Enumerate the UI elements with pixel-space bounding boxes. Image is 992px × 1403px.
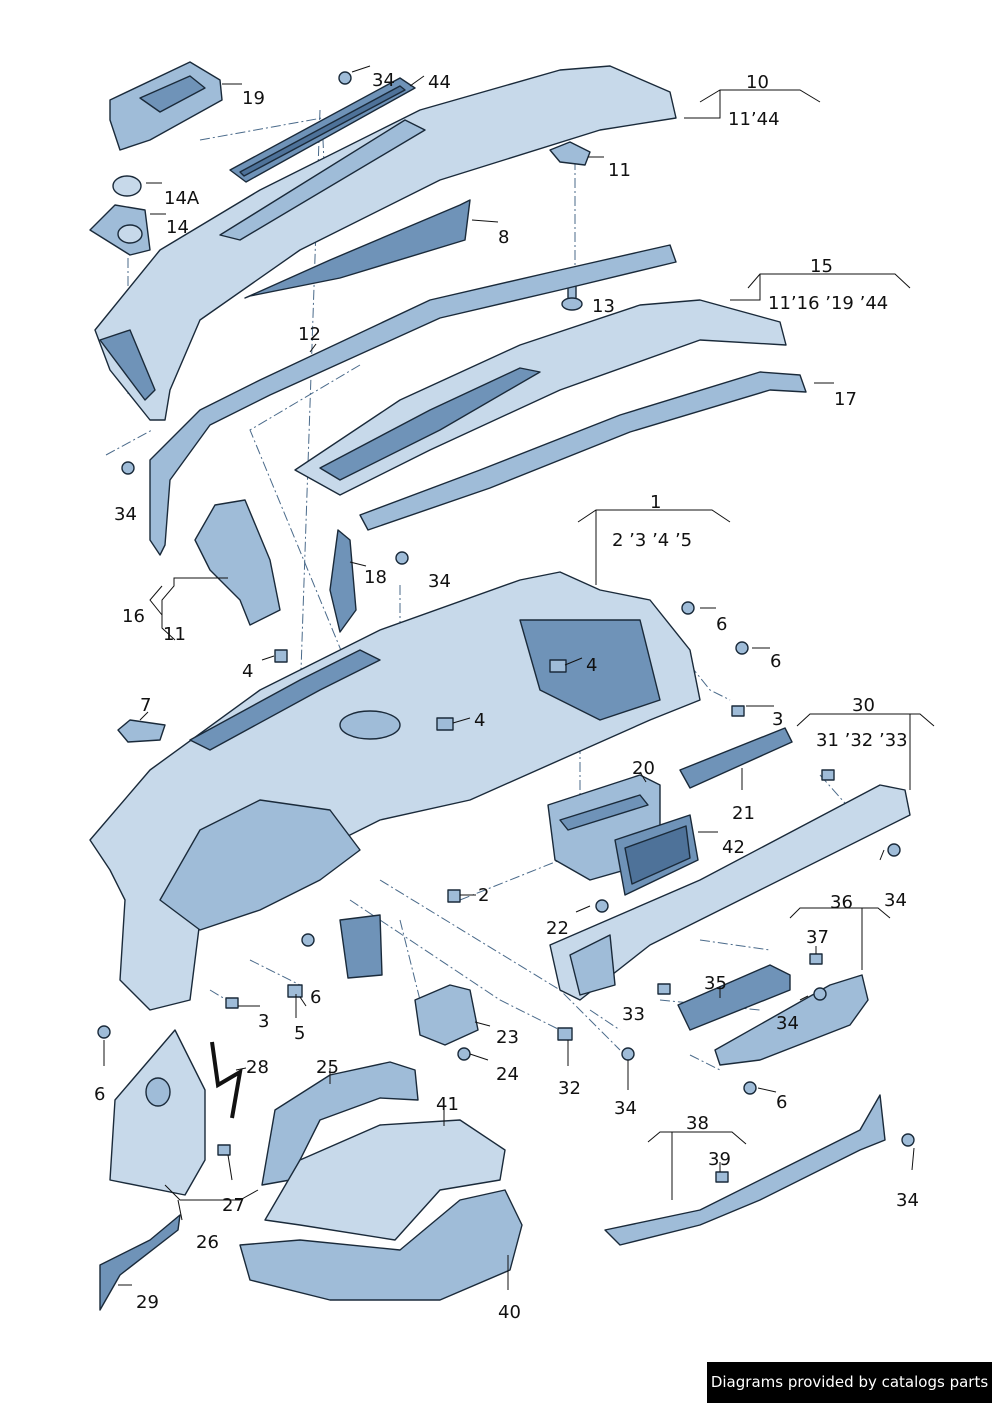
callout-1-sub: 2 ’3 ’4 ’5 [612,530,692,551]
part-16-side-bracket [194,499,281,626]
callout-4-c: 4 [474,710,485,731]
callout-12: 12 [298,324,321,345]
callout-21: 21 [732,803,755,824]
callout-8: 8 [498,227,509,248]
part-14a-cap [112,175,142,197]
part-28-rod [210,1041,243,1119]
callout-19: 19 [242,88,265,109]
part-42-display [614,814,699,896]
hardware-screws [97,71,915,1183]
callout-36: 36 [830,892,853,913]
callout-39: 39 [708,1149,731,1170]
callout-15-sub: 11’16 ’19 ’44 [768,293,888,314]
part-7-clip [117,719,166,743]
callout-16: 16 [122,606,145,627]
callout-28: 28 [246,1057,269,1078]
callout-6-e: 6 [776,1092,787,1113]
part-21-strip [679,727,793,789]
callout-34-r3: 34 [614,1098,637,1119]
part-18-small-bracket [329,529,357,633]
callout-17: 17 [834,389,857,410]
part-36-side-trim [714,974,869,1066]
callout-34-left: 34 [114,504,137,525]
part-15-mid-trim-panel [294,299,787,496]
callout-22: 22 [546,918,569,939]
callout-5: 5 [294,1023,305,1044]
callout-42: 42 [722,837,745,858]
leader-lines [103,65,935,1290]
callout-26: 26 [196,1232,219,1253]
callout-35: 35 [704,973,727,994]
callout-30: 30 [852,695,875,716]
callout-37: 37 [806,927,829,948]
callout-29: 29 [136,1292,159,1313]
callout-6-d: 6 [94,1084,105,1105]
callout-41: 41 [436,1094,459,1115]
callout-34-r2: 34 [776,1013,799,1034]
callout-25: 25 [316,1057,339,1078]
callout-27: 27 [222,1195,245,1216]
callout-34-r4: 34 [896,1190,919,1211]
callout-14: 14 [166,217,189,238]
footer-credit-text: Diagrams provided by catalogs parts [710,1373,989,1391]
callout-11-top: 11 [608,160,631,181]
callout-10: 10 [746,72,769,93]
part-26-airbag-cover [109,1029,206,1196]
part-38-lower-trim [604,1094,886,1246]
callout-18: 18 [364,567,387,588]
callout-34-r1: 34 [884,890,907,911]
callout-7: 7 [140,695,151,716]
part-19-vent-housing [109,61,223,151]
part-35-switch-panel [677,964,791,1031]
callout-30-sub: 31 ’32 ’33 [816,730,908,751]
part-12-carrier-rail [149,244,677,556]
part-17-lower-rail [359,371,807,531]
part-23-control-module [414,984,479,1046]
part-30-center-trim [549,784,911,1001]
callout-6-a: 6 [716,614,727,635]
callout-11-side: 11 [163,624,186,645]
callout-34-top: 34 [372,70,395,91]
part-25-shroud-frame [261,1061,419,1186]
part-14-switch-bezel [89,204,151,256]
callout-2: 2 [478,885,489,906]
callout-6-c: 6 [310,987,321,1008]
callout-32: 32 [558,1078,581,1099]
callout-15: 15 [810,256,833,277]
callout-34-mid: 34 [428,571,451,592]
part-44-defrost-grille [229,77,416,183]
callout-4-b: 4 [586,655,597,676]
callout-24: 24 [496,1064,519,1085]
callout-labels: 19 34 44 10 11’44 11 14A 14 8 13 15 11’1… [94,70,919,1323]
callout-10-sub: 11’44 [728,109,780,130]
callout-38: 38 [686,1113,709,1134]
callout-40: 40 [498,1302,521,1323]
footer-credit-banner: Diagrams provided by catalogs parts [707,1362,992,1403]
part-41-upper-shroud [264,1119,506,1241]
callout-1: 1 [650,492,661,513]
callout-4-a: 4 [242,661,253,682]
callout-14a: 14A [164,188,200,209]
callout-13: 13 [592,296,615,317]
callout-3-a: 3 [772,709,783,730]
callout-3-b: 3 [258,1011,269,1032]
part-10-upper-dash-pad [94,65,677,421]
part-40-lower-shroud [239,1189,523,1301]
callout-20: 20 [632,758,655,779]
callout-33: 33 [622,1004,645,1025]
part-8-trim-strip [244,199,471,299]
part-11-clip-top [549,141,591,166]
callout-23: 23 [496,1027,519,1048]
callout-44: 44 [428,72,451,93]
part-29-trim-strip [99,1214,181,1311]
part-1-dashboard-carrier [89,571,701,1011]
callout-6-b: 6 [770,651,781,672]
part-13-screw [561,277,583,311]
